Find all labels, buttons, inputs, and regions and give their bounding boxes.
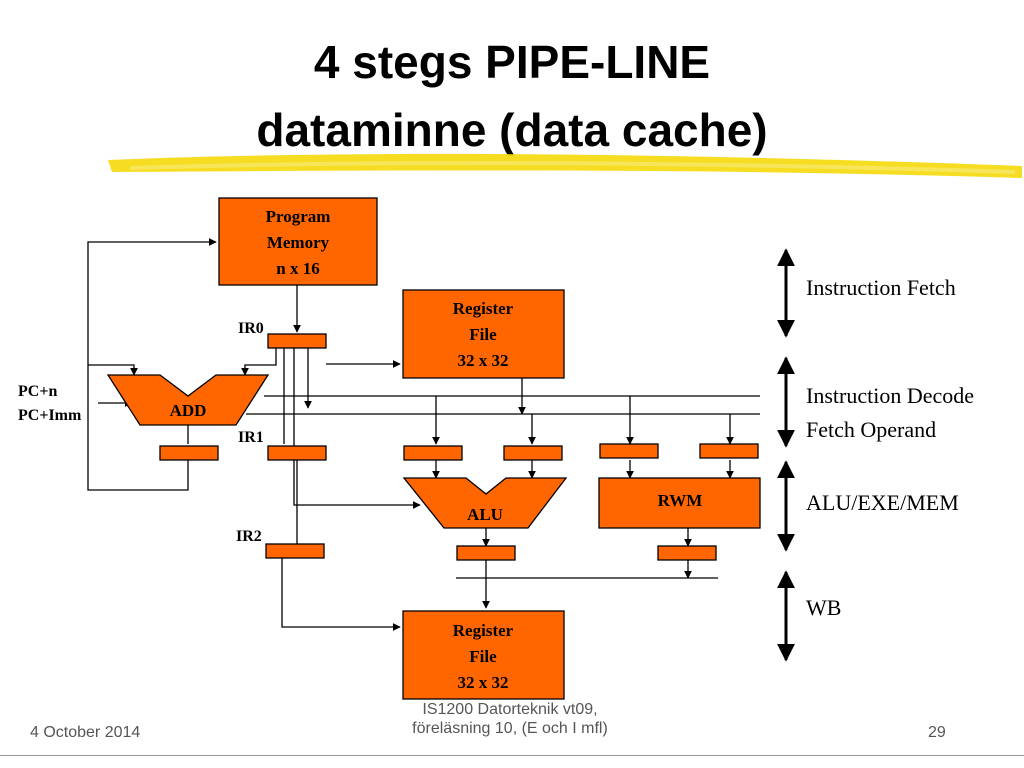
footer-page-number: 29 bbox=[928, 724, 946, 741]
stage-exe-label: ALU/EXE/MEM bbox=[806, 490, 959, 515]
footer-rule bbox=[0, 755, 1024, 756]
alu-label: ALU bbox=[467, 505, 503, 524]
alu-unit bbox=[402, 477, 568, 529]
stage-wb-label: WB bbox=[806, 595, 841, 620]
ir1-latch bbox=[267, 445, 327, 461]
ir0-latch bbox=[267, 333, 327, 349]
register-file-bottom-label-2: File bbox=[469, 647, 497, 666]
register-file-bottom-label-3: 32 x 32 bbox=[458, 673, 509, 692]
register-file-top-label-1: Register bbox=[453, 299, 514, 318]
register-file-top-label-3: 32 x 32 bbox=[458, 351, 509, 370]
title-line-1: 4 stegs PIPE-LINE bbox=[313, 36, 711, 88]
footer-course-line-2: föreläsning 10, (E och I mfl) bbox=[412, 720, 608, 737]
rwm-out-latch bbox=[657, 545, 717, 561]
register-file-top-label-2: File bbox=[469, 325, 497, 344]
footer-date: 4 October 2014 bbox=[30, 724, 141, 741]
rwm-a-latch bbox=[599, 443, 659, 459]
ir1-label: IR1 bbox=[238, 429, 264, 446]
program-memory-label-2: Memory bbox=[267, 233, 330, 252]
footer-course: IS1200 Datorteknik vt09, föreläsning 10,… bbox=[380, 700, 640, 738]
stage-decode-label-2: Fetch Operand bbox=[806, 417, 936, 442]
pc-imm-label: PC+Imm bbox=[18, 407, 82, 424]
pc-n-label: PC+n bbox=[18, 383, 57, 400]
ir2-label: IR2 bbox=[236, 528, 262, 545]
ir2-latch bbox=[265, 543, 325, 559]
footer-course-line-1: IS1200 Datorteknik vt09, bbox=[422, 701, 598, 718]
register-file-bottom-label-1: Register bbox=[453, 621, 514, 640]
program-memory-label-1: Program bbox=[266, 207, 331, 226]
register-file-top-box bbox=[402, 289, 565, 379]
title-line-2: dataminne (data cache) bbox=[256, 104, 768, 156]
alu-out-latch bbox=[456, 545, 516, 561]
alu-b-latch bbox=[503, 445, 563, 461]
add-latch bbox=[159, 445, 219, 461]
program-memory-label-3: n x 16 bbox=[276, 259, 319, 278]
alu-a-latch bbox=[403, 445, 463, 461]
ir0-label: IR0 bbox=[238, 320, 264, 337]
rwm-label: RWM bbox=[658, 491, 703, 510]
stage-decode-label-1: Instruction Decode bbox=[806, 383, 974, 408]
register-file-bottom-box bbox=[402, 610, 565, 700]
rwm-box bbox=[598, 477, 761, 529]
title-underline bbox=[108, 153, 1022, 178]
program-memory-box bbox=[218, 197, 378, 286]
rwm-b-latch bbox=[699, 443, 759, 459]
add-unit bbox=[106, 374, 270, 426]
stage-fetch-label: Instruction Fetch bbox=[806, 275, 956, 300]
add-label: ADD bbox=[170, 401, 207, 420]
